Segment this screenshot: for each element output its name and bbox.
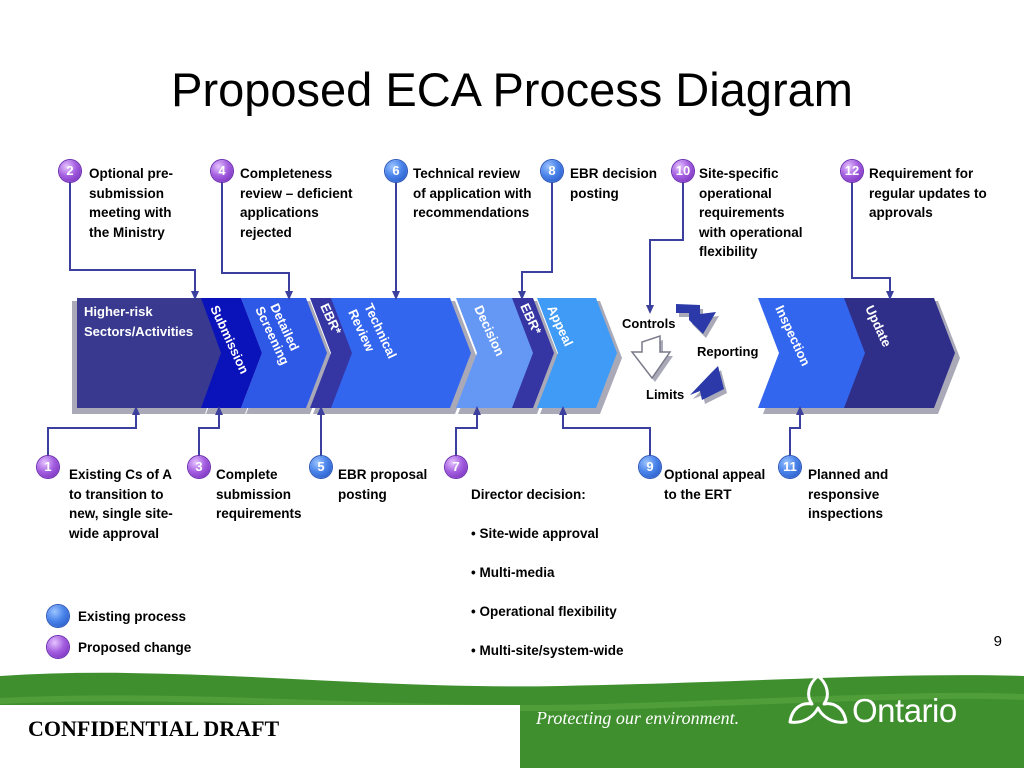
chevron-update [844, 298, 955, 408]
step-8-badge: 8 [541, 160, 563, 182]
step-7-bullet: • Operational flexibility [471, 603, 617, 619]
connector-11 [789, 406, 804, 458]
step-5-text: EBR proposal posting [338, 467, 428, 502]
legend-existing-label: Existing process [78, 609, 187, 624]
step-9-badge: 9 [639, 456, 661, 478]
connector-1 [47, 406, 140, 458]
step-7-bullet: • Multi-site/system-wide [471, 642, 624, 658]
chevron-label-higher-risk-1: Higher-risk [84, 304, 153, 319]
connectors [47, 182, 894, 458]
footer-tagline: Protecting our environment. [536, 708, 740, 728]
step-4-badge: 4 [211, 160, 233, 182]
step-2-badge: 2 [59, 160, 81, 182]
step-11-badge: 11 [779, 456, 801, 478]
footer-white-strip [0, 705, 520, 768]
step-12-badge: 12 [841, 160, 863, 182]
legend-proposed-label: Proposed change [78, 640, 192, 655]
connector-10 [646, 182, 684, 314]
step-5-badge: 5 [310, 456, 332, 478]
chevron-submission [201, 298, 262, 408]
connector-7 [455, 406, 481, 458]
step-7-bullet: • Multi-media [471, 564, 555, 580]
cycle-label-reporting: Reporting [697, 344, 758, 359]
step-10-text: Site-specific operational requirements w… [699, 166, 803, 259]
step-6-text: Technical review of application with rec… [413, 166, 532, 220]
connector-8 [518, 182, 553, 300]
page-number: 9 [993, 633, 1002, 650]
chevron-label-higher-risk-2: Sectors/Activities [84, 324, 193, 339]
confidential-draft-label: CONFIDENTIAL DRAFT [28, 716, 280, 741]
connector-12 [851, 182, 894, 300]
trillium-logo-icon [788, 674, 848, 724]
step-10-badge: 10 [672, 160, 694, 182]
step-3-text: Complete submission requirements [216, 467, 302, 521]
page-title: Proposed ECA Process Diagram [171, 63, 853, 116]
step-9-text: Optional appeal to the ERT [664, 467, 766, 502]
step-1-text: Existing Cs of A to transition to new, s… [69, 467, 173, 541]
legend-existing-dot [47, 605, 69, 627]
step-7-bullet: • Site-wide approval [471, 525, 599, 541]
step-6-badge: 6 [385, 160, 407, 182]
connector-3 [198, 406, 223, 458]
connector-4 [221, 182, 293, 300]
step-7-text: Director decision: • Site-wide approval … [471, 465, 624, 680]
cycle-diagram: Controls Reporting Limits [622, 304, 758, 404]
connector-2 [69, 182, 199, 300]
cycle-arrow-left [630, 334, 672, 380]
chevron-higher-risk [77, 298, 230, 408]
step-7-title: Director decision: [471, 486, 586, 502]
legend-proposed-dot [47, 636, 69, 658]
step-4-text: Completeness review – deficient applicat… [240, 166, 353, 240]
step-11-text: Planned and responsive inspections [808, 467, 889, 521]
cycle-label-limits: Limits [646, 387, 684, 402]
step-12-text: Requirement for regular updates to appro… [869, 166, 987, 220]
step-7-badge: 7 [445, 456, 467, 478]
chevron-appeal [537, 298, 617, 408]
cycle-arrow-right [690, 366, 724, 400]
cycle-label-controls: Controls [622, 316, 675, 331]
chevron-ebr-2 [512, 298, 554, 408]
chevron-inspection [758, 298, 883, 408]
step-3-badge: 3 [188, 456, 210, 478]
chevron-decision [456, 298, 535, 408]
cycle-arrow-top [676, 304, 716, 334]
chevron-technical-review [331, 298, 471, 408]
connector-9 [559, 406, 651, 458]
step-8-text: EBR decision posting [570, 166, 658, 201]
ontario-brand: Ontario [852, 692, 957, 729]
step-2-text: Optional pre- submission meeting with th… [89, 166, 173, 240]
step-1-badge: 1 [37, 456, 59, 478]
chevron-detailed-screening [241, 298, 327, 408]
